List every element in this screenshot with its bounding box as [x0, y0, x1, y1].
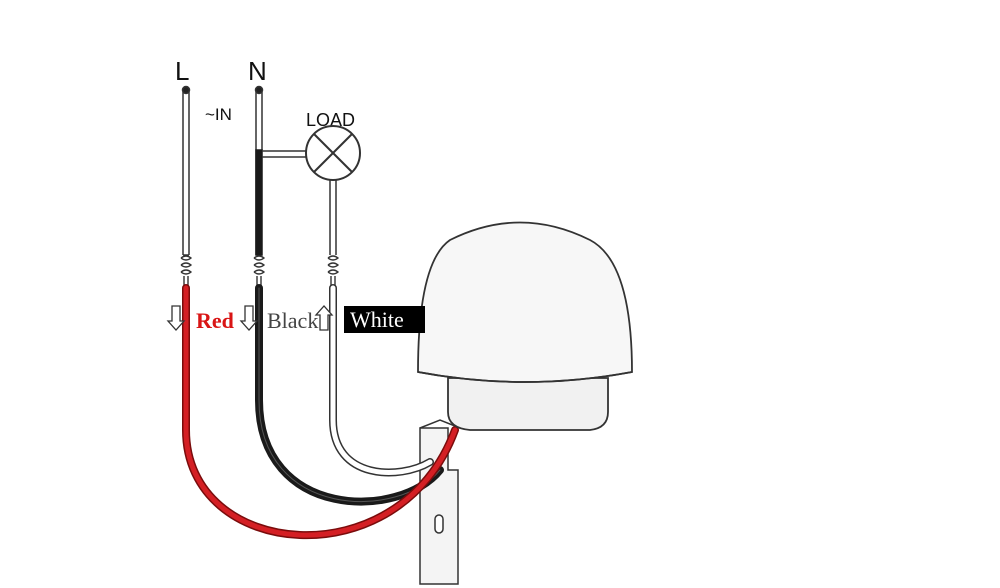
load-label: LOAD — [306, 110, 355, 130]
lamp-cross-icon — [305, 125, 361, 181]
mounting-bracket — [419, 419, 461, 585]
line-terminal-label: L — [175, 56, 189, 86]
splice-knot-l — [180, 255, 193, 288]
line-conductor — [181, 85, 191, 256]
neutral-conductor — [254, 85, 308, 256]
red-wire-label: Red — [196, 308, 234, 333]
down-arrow-icon — [166, 305, 186, 331]
splice-knot-load — [327, 255, 340, 288]
input-label: ~IN — [205, 105, 232, 124]
white-wire-fill — [330, 285, 433, 475]
splice-knot-n — [253, 255, 266, 288]
down-arrow-icon — [239, 305, 259, 331]
white-wire-label-bg — [344, 306, 425, 333]
photocell-sensor-icon — [417, 221, 633, 431]
load-conductor — [329, 180, 337, 255]
red-wire-fill — [183, 285, 458, 538]
white-wire-label: White — [350, 307, 404, 332]
black-wire-label: Black — [267, 308, 318, 333]
splice-knots — [180, 255, 340, 288]
neutral-terminal-label: N — [248, 56, 267, 86]
up-arrow-icon — [314, 305, 334, 331]
